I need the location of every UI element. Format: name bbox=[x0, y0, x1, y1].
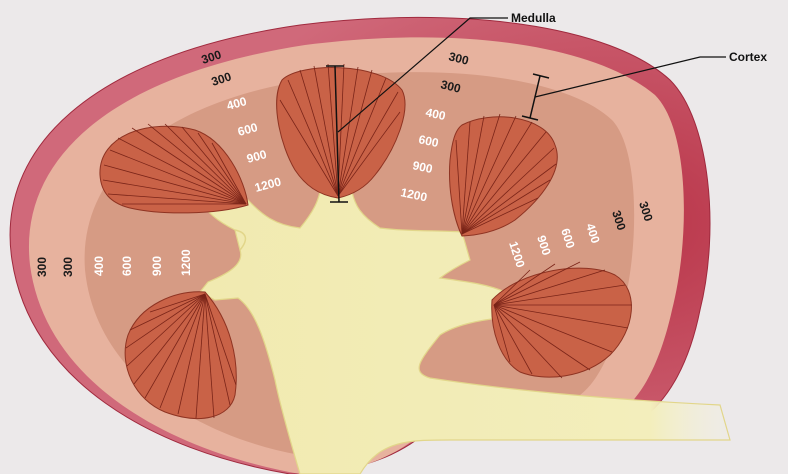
cortex-leader-line bbox=[534, 56, 726, 98]
osm-upper-left-900: 900 bbox=[245, 147, 268, 166]
osm-outer-top-right-a: 300 bbox=[447, 49, 470, 68]
osm-upper-left-600: 600 bbox=[236, 120, 259, 139]
osm-center-1200: 1200 bbox=[399, 185, 428, 204]
renal-pyramid-lower-left bbox=[124, 291, 237, 419]
renal-pyramid-upper-left bbox=[99, 123, 249, 214]
osm-upper-left-1200: 1200 bbox=[253, 174, 283, 195]
osm-left-400: 400 bbox=[92, 256, 106, 276]
cortex-label: Cortex bbox=[729, 50, 767, 64]
osm-outer-left-b: 300 bbox=[61, 257, 75, 277]
osm-outer-right-a: 300 bbox=[609, 209, 629, 233]
osm-outer-top-right-b: 300 bbox=[439, 77, 462, 96]
osm-left-1200: 1200 bbox=[179, 249, 193, 276]
renal-pyramid-lower-right bbox=[491, 261, 632, 379]
medulla-measure-bar bbox=[326, 65, 348, 203]
osm-right-900: 900 bbox=[534, 234, 554, 258]
osm-left-900: 900 bbox=[150, 256, 164, 276]
osm-upper-left-400: 400 bbox=[225, 94, 248, 113]
osm-center-900: 900 bbox=[411, 158, 434, 176]
renal-pyramid-upper-right bbox=[449, 113, 558, 237]
osm-outer-top-left-a: 300 bbox=[200, 47, 224, 67]
osm-right-400: 400 bbox=[583, 222, 603, 246]
osm-outer-top-left-b: 300 bbox=[210, 69, 234, 89]
osm-left-600: 600 bbox=[120, 256, 134, 276]
osm-center-400: 400 bbox=[424, 105, 447, 123]
osm-outer-right-b: 300 bbox=[636, 200, 656, 224]
osm-center-600: 600 bbox=[417, 132, 440, 150]
renal-pyramid-center bbox=[276, 63, 406, 199]
osm-right-600: 600 bbox=[558, 227, 578, 251]
osm-outer-left-a: 300 bbox=[35, 257, 49, 277]
medulla-label: Medulla bbox=[511, 11, 556, 25]
medulla-leader-line bbox=[337, 17, 508, 133]
